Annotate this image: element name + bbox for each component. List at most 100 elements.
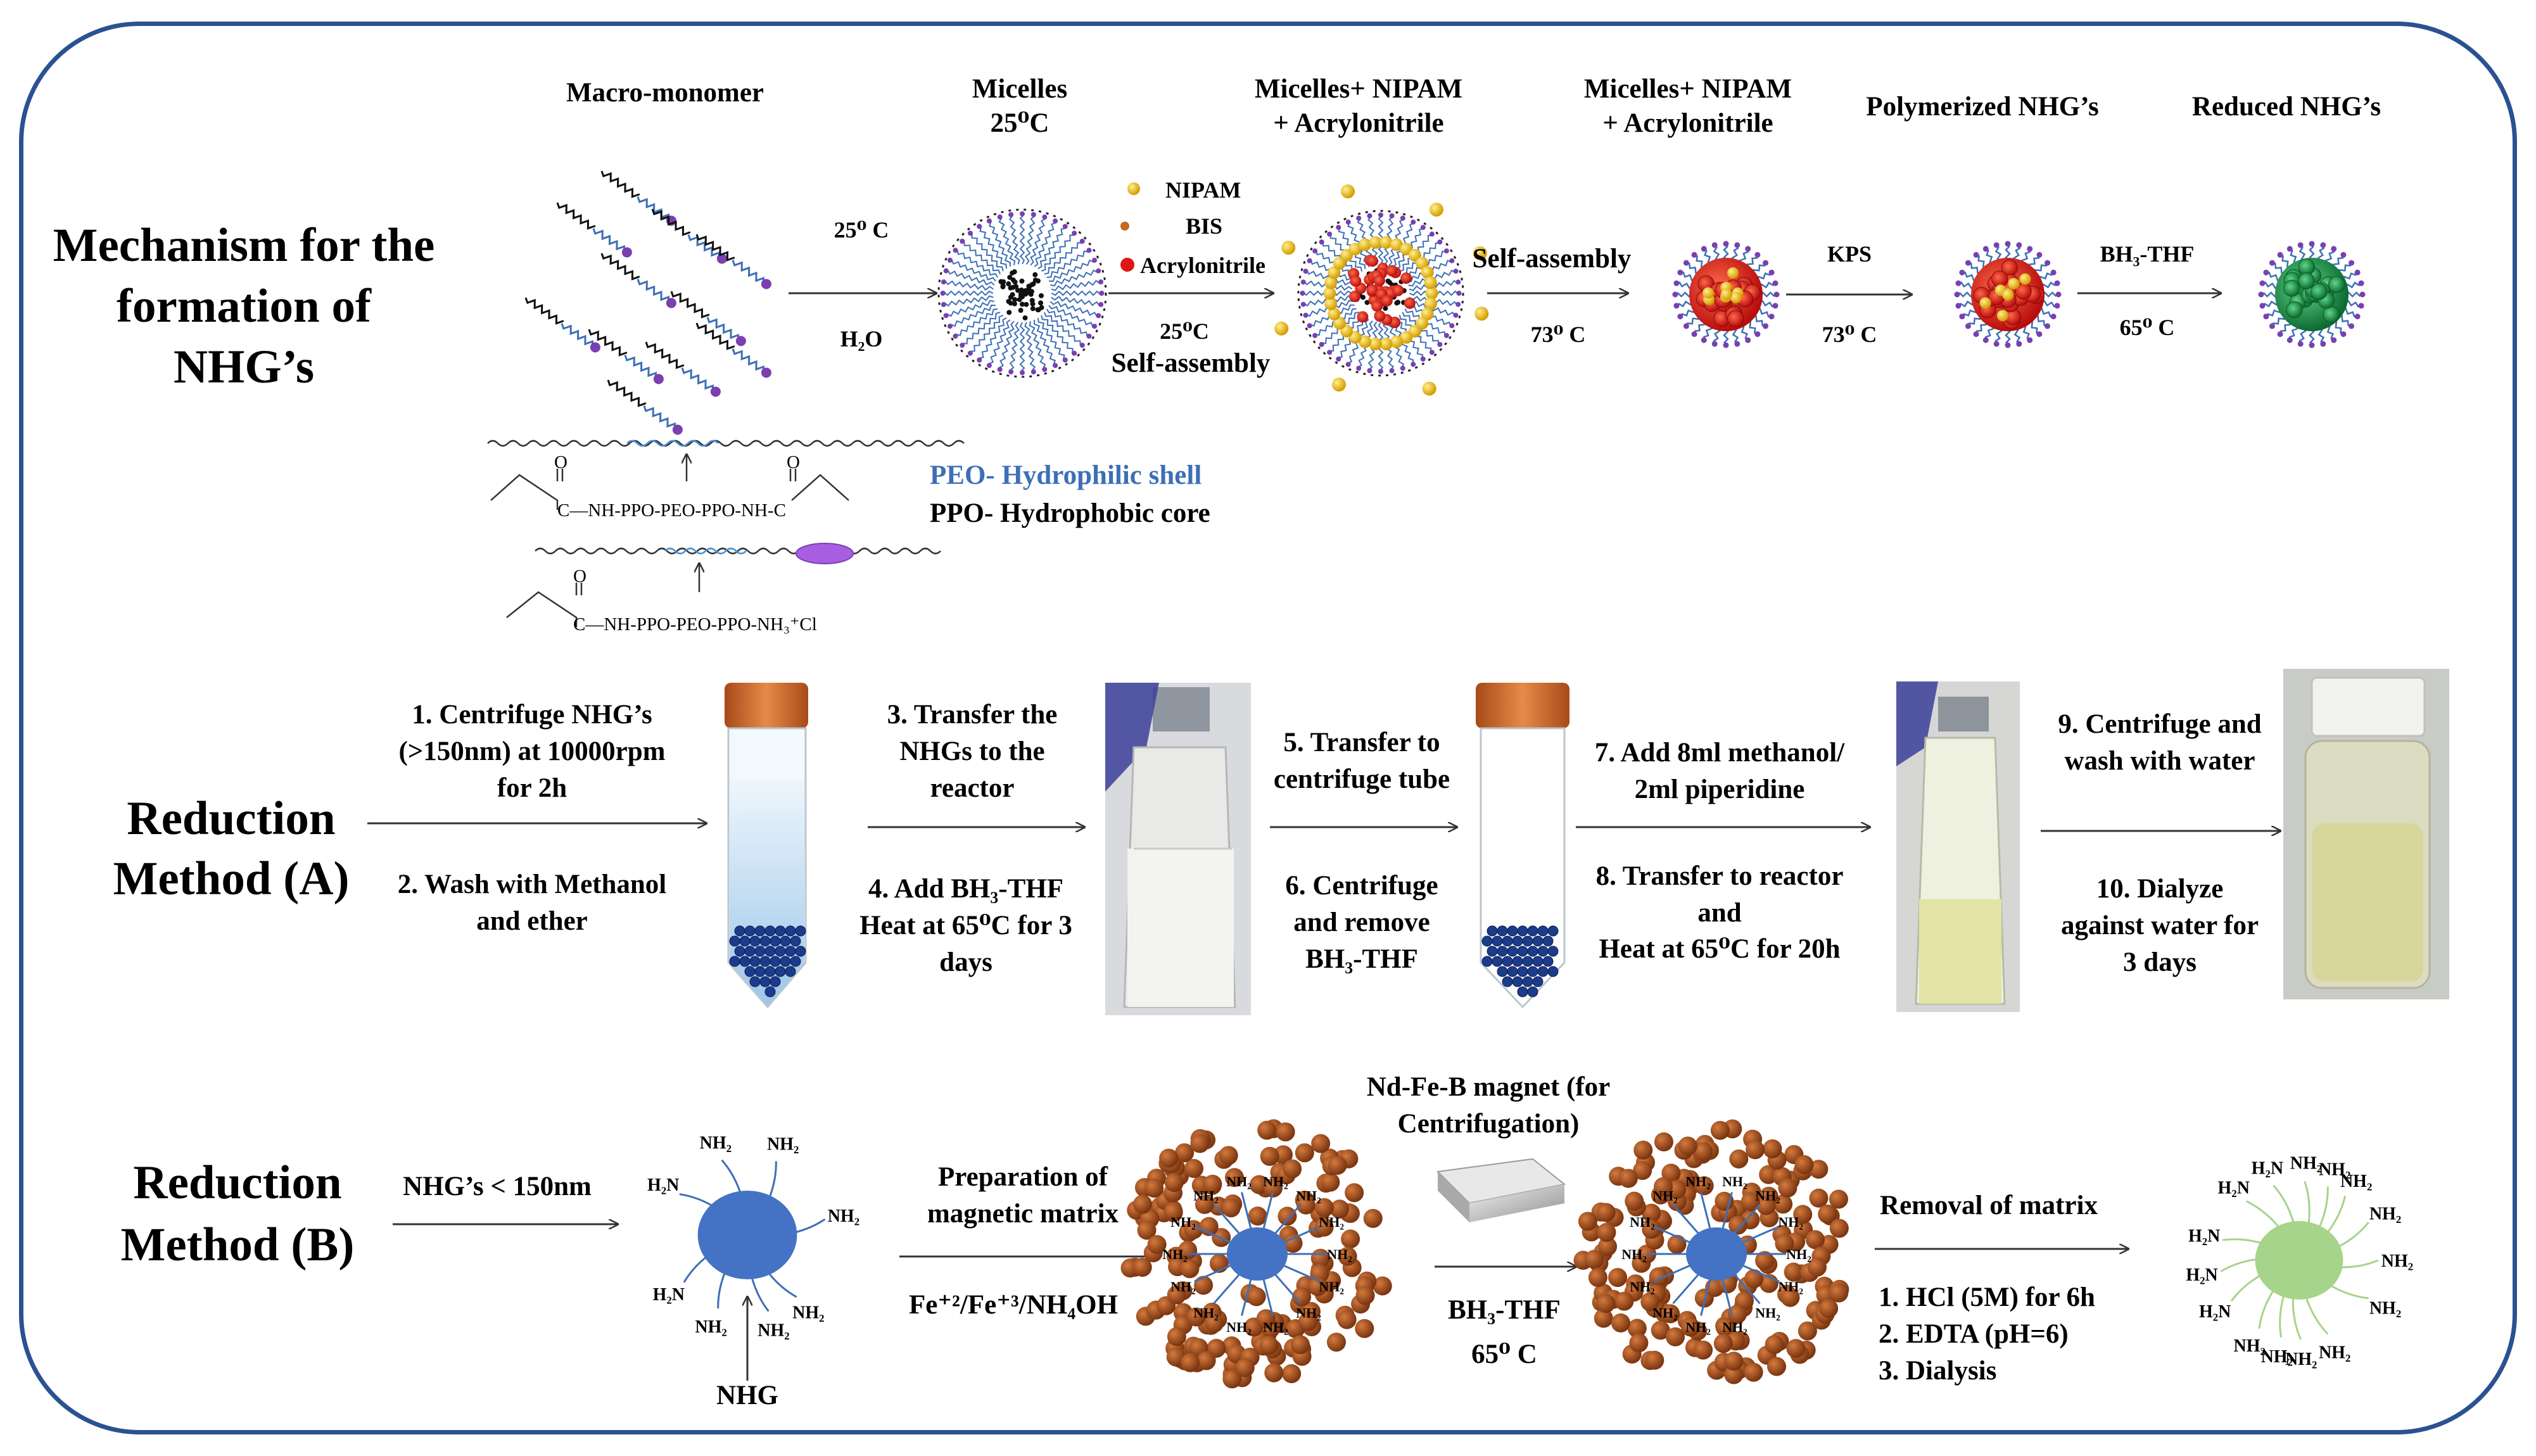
svg-text:NH₂: NH₂ — [767, 1135, 799, 1155]
svg-text:NH₂: NH₂ — [700, 1133, 732, 1153]
step3-temp: 73⁰ C — [1507, 320, 1609, 349]
step1-solvent: H₂O — [811, 324, 912, 353]
svg-text:NH₂: NH₂ — [1170, 1279, 1196, 1295]
reduction-reagent: BH₃-THF — [1419, 1292, 1590, 1329]
svg-text:NH₂: NH₂ — [1263, 1319, 1288, 1335]
legend-markers — [1120, 182, 1140, 272]
legend-acrylonitrile: Acrylonitrile — [1140, 251, 1265, 280]
step3-label: Self-assembly — [1457, 241, 1647, 277]
step7-8-bottom-2: Heat at 65⁰C for 20h — [1571, 931, 1868, 968]
reduced-particle-icon — [2258, 241, 2365, 348]
step7-8-bottom-1: 8. Transfer to reactor and — [1571, 858, 1868, 932]
nhg-label: NHG — [697, 1377, 798, 1414]
section-label-method-b-2: Method (B) — [101, 1215, 374, 1276]
removal-steps: HCl (5M) for 6h EDTA (pH=6) Dialysis — [1872, 1279, 2095, 1390]
polymerized-particle-icon — [1672, 241, 1779, 348]
svg-text:NH₂: NH₂ — [1652, 1305, 1678, 1320]
magnet-label: Nd-Fe-B magnet (for Centrifugation) — [1355, 1069, 1621, 1143]
centrifuge-tube-icon — [725, 683, 808, 1007]
svg-text:NH₂: NH₂ — [1778, 1279, 1803, 1295]
magnet-icon — [1438, 1159, 1564, 1222]
svg-text:H₂N: H₂N — [2199, 1302, 2231, 1322]
removal-step-1: HCl (5M) for 6h — [1906, 1279, 2095, 1316]
step3-4-bottom: 4. Add BH₃-THF Heat at 65⁰C for 3 days — [839, 871, 1093, 981]
step1-temp: 25⁰ C — [811, 215, 912, 244]
svg-text:NH₂: NH₂ — [1226, 1174, 1252, 1189]
svg-text:NH₂: NH₂ — [1226, 1319, 1252, 1335]
svg-text:H₂N: H₂N — [653, 1285, 685, 1305]
legend-nipam: NIPAM — [1165, 175, 1241, 205]
reactor-vial-photo — [1105, 683, 1251, 1015]
header-micelles-nipam-2b: + Acrylonitrile — [1555, 105, 1821, 142]
svg-text:H₂N: H₂N — [2218, 1178, 2250, 1198]
structure1-o-right: O — [787, 451, 800, 474]
header-micelles-temp: 25⁰C — [950, 105, 1089, 142]
svg-text:NH₂: NH₂ — [792, 1303, 824, 1322]
removal-step-2: EDTA (pH=6) — [1906, 1316, 2095, 1353]
svg-text:NH₂: NH₂ — [1722, 1174, 1747, 1189]
step9-10-top: 9. Centrifuge and wash with water — [2055, 706, 2264, 780]
svg-text:H₂N: H₂N — [647, 1175, 679, 1195]
final-reduced-nhg-icon: NH₂H₂NNH₂NH₂NH₂NH₂NH₂NH₂NH₂NH₂NH₂H₂NH₂NH… — [2186, 1153, 2413, 1369]
svg-text:H₂N: H₂N — [2186, 1265, 2217, 1285]
svg-text:NH₂: NH₂ — [1685, 1319, 1711, 1335]
magnetic-matrix-icon-2: NH₂NH₂NH₂NH₂NH₂NH₂NH₂NH₂NH₂NH₂NH₂NH₂NH₂N… — [1574, 1120, 1849, 1384]
svg-text:NH₂: NH₂ — [1170, 1214, 1196, 1230]
svg-text:NH₂: NH₂ — [828, 1206, 859, 1226]
svg-text:NH₂: NH₂ — [1296, 1188, 1321, 1204]
section-label-mechanism: Mechanism for the formation of NHG’s — [51, 215, 437, 398]
step4-catalyst: KPS — [1805, 239, 1894, 269]
peo-label: PEO- Hydrophilic shell — [930, 457, 1201, 494]
svg-text:NH₂: NH₂ — [2369, 1205, 2401, 1224]
matrix-step-bottom: Fe⁺²/Fe⁺³/NH₄OH — [880, 1287, 1146, 1324]
svg-text:H₂N: H₂N — [2252, 1158, 2283, 1178]
svg-text:NH₂: NH₂ — [2290, 1153, 2322, 1173]
section-label-method-a-1: Reduction — [95, 788, 367, 849]
svg-text:NH₂: NH₂ — [1755, 1188, 1780, 1204]
svg-text:NH₂: NH₂ — [1786, 1246, 1811, 1262]
structure2-chain: C—NH-PPO-PEO-PPO-NH₃⁺Cl — [573, 613, 817, 636]
step3-4-top: 3. Transfer the NHGs to the reactor — [861, 697, 1083, 807]
svg-text:NH₂: NH₂ — [1319, 1279, 1344, 1295]
svg-text:NH₂: NH₂ — [758, 1320, 789, 1340]
header-micelles-nipam-1b: + Acrylonitrile — [1226, 105, 1492, 142]
step5-reagent: BH₃-THF — [2084, 239, 2210, 269]
ligand-ellipse-icon — [796, 543, 853, 564]
micelle-nipam-icon — [1274, 184, 1488, 395]
magnetic-matrix-icon: NH₂NH₂NH₂NH₂NH₂NH₂NH₂NH₂NH₂NH₂NH₂NH₂NH₂N… — [1121, 1119, 1392, 1388]
section-label-method-b-1: Reduction — [101, 1153, 374, 1213]
header-polymerized: Polymerized NHG’s — [1849, 89, 2115, 125]
step2-temp: 25⁰C — [1134, 317, 1235, 346]
micelle-icon — [939, 210, 1106, 377]
svg-text:NH₂: NH₂ — [1630, 1214, 1655, 1230]
reduction-temp: 65⁰ C — [1419, 1336, 1590, 1373]
svg-text:NH₂: NH₂ — [1621, 1246, 1647, 1262]
svg-text:NH₂: NH₂ — [2381, 1251, 2413, 1271]
svg-text:NH₂: NH₂ — [1778, 1214, 1803, 1230]
header-micelles-nipam-2: Micelles+ NIPAM — [1555, 71, 1821, 108]
polymerized-particle-icon-2 — [1954, 241, 2061, 348]
svg-text:NH₂: NH₂ — [695, 1317, 726, 1337]
svg-text:H₂N: H₂N — [2188, 1226, 2220, 1246]
step2-label: Self-assembly — [1096, 345, 1286, 382]
header-macro-monomer: Macro-monomer — [545, 75, 785, 111]
header-reduced: Reduced NHG’s — [2153, 89, 2419, 125]
structure1-o-left: O — [554, 451, 567, 474]
svg-text:NH₂: NH₂ — [1722, 1319, 1747, 1335]
svg-text:NH₂: NH₂ — [1193, 1305, 1219, 1320]
svg-text:NH₂: NH₂ — [1162, 1246, 1188, 1262]
step9-10-bottom: 10. Dialyze against water for 3 days — [2055, 871, 2264, 981]
structure2-o: O — [573, 565, 586, 588]
svg-text:NH₂: NH₂ — [1193, 1188, 1219, 1204]
section-label-method-a-2: Method (A) — [95, 849, 367, 909]
svg-text:NH₂: NH₂ — [2319, 1343, 2350, 1362]
svg-text:NH₂: NH₂ — [1652, 1188, 1678, 1204]
step1-2-bottom: 2. Wash with Methanol and ether — [380, 866, 684, 940]
svg-text:NH₂: NH₂ — [2234, 1336, 2266, 1356]
svg-text:NH₂: NH₂ — [2369, 1298, 2401, 1318]
svg-text:NH₂: NH₂ — [1319, 1214, 1344, 1230]
svg-text:NH₂: NH₂ — [1296, 1305, 1321, 1320]
svg-text:NH₂: NH₂ — [1630, 1279, 1655, 1295]
step1-2-top: 1. Centrifuge NHG’s (>150nm) at 10000rpm… — [380, 697, 684, 807]
svg-text:NH₂: NH₂ — [2340, 1172, 2372, 1191]
